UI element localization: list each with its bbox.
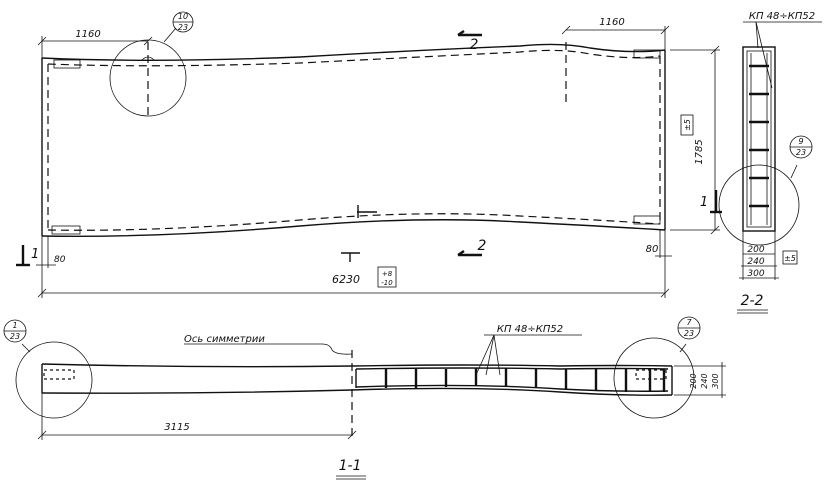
section-arrow-bottom-head — [457, 250, 465, 256]
slab-outline-top — [41, 43, 666, 61]
embedded-plate-section — [43, 369, 75, 380]
leader-line — [475, 334, 495, 376]
leader-line — [755, 21, 773, 89]
dim-2-2-200: 200 — [747, 245, 764, 255]
hidden-contour-bottom — [47, 213, 661, 231]
detail-circle-left — [15, 341, 93, 419]
dim-tick — [37, 288, 47, 298]
slab-outline-bottom — [41, 219, 666, 237]
dim-tick — [37, 36, 47, 46]
hidden-contour-top — [47, 49, 661, 67]
section-mark-top: 2 — [470, 37, 479, 53]
leader-line — [485, 334, 495, 376]
dim-1-1-200: 200 — [689, 373, 698, 388]
leader-line — [21, 343, 31, 353]
section-mark-bottom: 2 — [478, 238, 487, 254]
dim-80-left: 80 — [54, 255, 66, 265]
callout-top-num: 10 — [178, 12, 188, 21]
callout-left-den: 23 — [10, 332, 20, 341]
dim-3115: 3115 — [164, 422, 189, 433]
tol-6230-bottom: -10 — [381, 279, 393, 287]
tol-6230-top: +8 — [382, 270, 393, 278]
dim-tick — [143, 36, 153, 46]
dim-1-1-300: 300 — [711, 373, 720, 388]
section-mark-right: 1 — [700, 195, 708, 210]
callout-2-2-den: 23 — [796, 148, 806, 157]
section-arrow-top-head — [457, 30, 465, 36]
section-2-2-title: 2-2 — [741, 293, 764, 309]
section-1-1-title: 1-1 — [339, 458, 362, 474]
dim-1160-right: 1160 — [599, 17, 624, 28]
dim-tick — [347, 430, 357, 440]
tolerance-box — [377, 266, 397, 288]
dim-tick — [710, 45, 720, 55]
leader-line — [321, 343, 353, 355]
section-2-2-rebar-label: КП 48÷КП52 — [749, 11, 815, 22]
dim-6230: 6230 — [332, 273, 360, 286]
leader-line — [790, 164, 798, 179]
embedded-plate — [51, 225, 81, 235]
dim-1160-left: 1160 — [75, 29, 100, 40]
dim-tick — [660, 288, 670, 298]
tol-2-2: ±5 — [784, 254, 796, 263]
callout-right-num: 7 — [686, 318, 692, 327]
dim-tick — [710, 225, 720, 235]
section-2-2-outline — [742, 46, 776, 232]
callout-top-den: 23 — [178, 23, 188, 32]
lifting-loop-left-head — [141, 56, 155, 61]
tolerance-box — [782, 250, 798, 265]
plan-view: 10 23 1160 1160 2 2 1 1 — [16, 11, 722, 298]
callout-left-num: 1 — [12, 321, 17, 330]
dim-2-2-240: 240 — [747, 257, 764, 267]
dim-80-right: 80 — [646, 244, 659, 255]
section-2-2: КП 48÷КП52 9 23 200 240 300 ±5 2-2 — [718, 11, 822, 314]
section-1-1: Ось симметрии КП 48÷КП52 1 23 7 23 200 2… — [3, 316, 726, 480]
embedded-plate-section — [635, 369, 667, 380]
leader-line — [679, 343, 687, 353]
embedded-plate — [633, 215, 661, 225]
dim-tick — [37, 430, 47, 440]
dim-tick — [561, 25, 571, 35]
embedded-plate — [53, 59, 81, 69]
axis-of-symmetry-label: Ось симметрии — [184, 334, 265, 345]
callout-2-2-num: 9 — [798, 137, 803, 146]
section-1-1-rebar-label: КП 48÷КП52 — [497, 324, 563, 335]
dim-2-2-300: 300 — [747, 269, 764, 279]
leader-line — [493, 334, 501, 376]
tolerance-box — [680, 114, 694, 136]
embedded-plate — [633, 49, 661, 59]
detail-circle-top — [109, 39, 187, 117]
tol-1785: ±5 — [683, 119, 692, 131]
dim-1-1-240: 240 — [700, 373, 709, 388]
section-1-1-outline-top — [41, 363, 673, 368]
section-mark-left: 1 — [31, 247, 39, 262]
section-2-2-inner — [746, 50, 772, 228]
detail-circle-2-2 — [718, 164, 800, 246]
callout-right-den: 23 — [684, 329, 694, 338]
leader-line — [163, 27, 177, 43]
dim-tick — [660, 25, 670, 35]
dim-1785: 1785 — [694, 139, 705, 164]
leader-line — [755, 21, 759, 49]
detail-circle-right — [613, 337, 695, 419]
rebar-cage-top — [355, 367, 669, 370]
section-1-1-outline-bottom — [41, 387, 673, 396]
